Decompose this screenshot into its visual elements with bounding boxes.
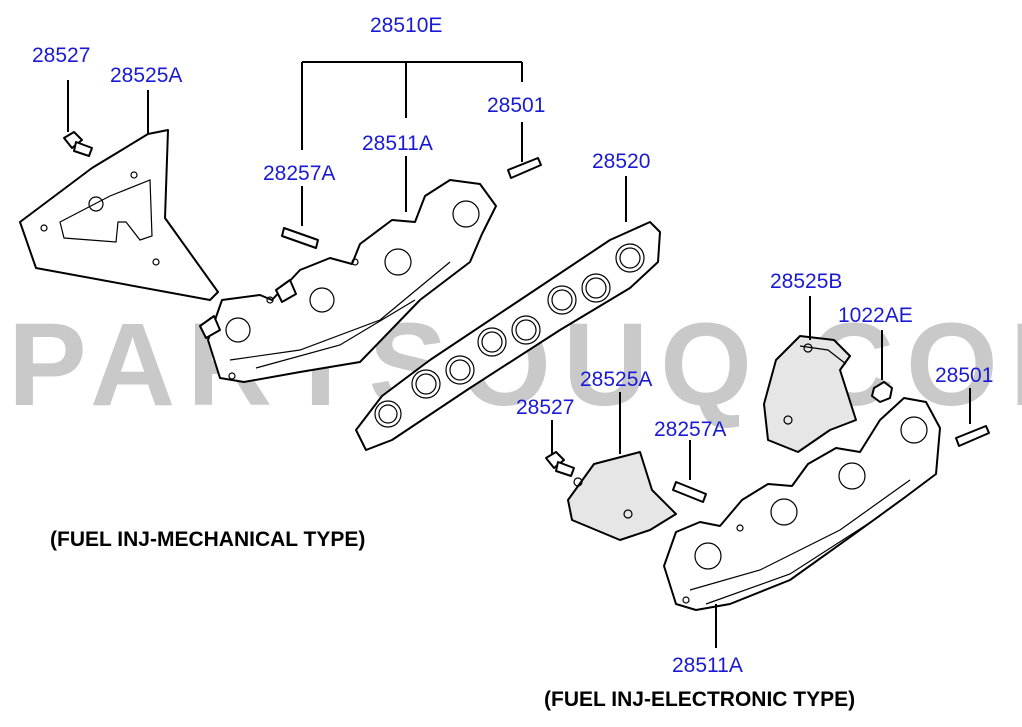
heat-shield-bottom	[567, 451, 677, 541]
stud-small-bottom	[955, 425, 990, 447]
nut	[871, 381, 893, 403]
gasket	[355, 221, 661, 451]
stud-top	[281, 227, 319, 249]
stud-small-top	[507, 157, 542, 179]
label-28257a-bottom[interactable]: 28257A	[654, 418, 726, 441]
bolt-bottom	[545, 451, 575, 477]
label-28257a-top[interactable]: 28257A	[263, 162, 335, 185]
stud-bottom	[672, 481, 707, 503]
bolt-top	[63, 131, 93, 157]
manifold-top	[199, 179, 497, 383]
label-28525b[interactable]: 28525B	[770, 270, 842, 293]
heat-shield-b	[763, 335, 857, 453]
label-28501-top[interactable]: 28501	[487, 94, 545, 117]
label-28525a-top[interactable]: 28525A	[110, 64, 182, 87]
label-28510e[interactable]: 28510E	[370, 14, 442, 37]
label-28511a-top[interactable]: 28511A	[362, 132, 433, 155]
caption-electronic: (FUEL INJ-ELECTRONIC TYPE)	[544, 688, 855, 711]
label-28501-bottom[interactable]: 28501	[935, 364, 993, 387]
label-28511a-bottom[interactable]: 28511A	[672, 654, 743, 677]
label-28525a-bottom[interactable]: 28525A	[580, 368, 652, 391]
leader-lines	[67, 61, 971, 648]
label-28520[interactable]: 28520	[592, 150, 650, 173]
manifold-bottom	[663, 397, 941, 611]
label-1022ae[interactable]: 1022AE	[838, 304, 913, 327]
caption-mechanical: (FUEL INJ-MECHANICAL TYPE)	[50, 528, 365, 551]
label-28527-bottom[interactable]: 28527	[516, 396, 574, 419]
label-28527-top[interactable]: 28527	[32, 44, 90, 67]
heat-shield-top	[19, 129, 219, 301]
